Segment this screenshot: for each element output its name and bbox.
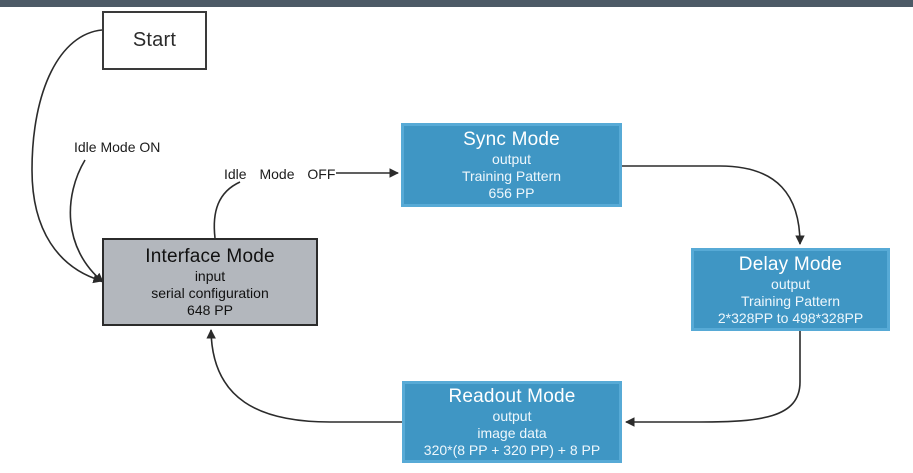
node-interface-mode-title: Interface Mode <box>145 246 275 267</box>
node-delay-mode-line-2: Training Pattern <box>740 292 841 309</box>
edge-idle-mode-on-loop <box>69 159 104 283</box>
edge-sync-to-delay <box>622 165 805 245</box>
node-interface-mode-line-2: serial configuration <box>151 285 269 301</box>
node-readout-mode[interactable]: Readout Mode output image data 320*(8 PP… <box>402 381 622 463</box>
edge-label-idle-mode-on: Idle Mode ON <box>74 139 161 155</box>
edge-readout-to-interface <box>206 329 402 423</box>
edge-delay-to-readout <box>625 331 801 427</box>
node-sync-mode-line-2: Training Pattern <box>461 168 562 184</box>
node-sync-mode[interactable]: Sync Mode output Training Pattern 656 PP <box>401 123 622 207</box>
node-delay-mode-line-1: output <box>771 275 810 292</box>
edge-interface-to-label-idle-off <box>213 181 241 239</box>
node-readout-mode-line-3: 320*(8 PP + 320 PP) + 8 PP <box>423 442 601 458</box>
node-readout-mode-line-1: output <box>492 408 532 424</box>
node-readout-mode-title: Readout Mode <box>448 386 576 407</box>
node-delay-mode-line-3: 2*328PP to 498*328PP <box>717 309 864 326</box>
node-start[interactable]: Start <box>102 11 207 70</box>
node-sync-mode-line-1: output <box>492 151 531 167</box>
node-sync-mode-title: Sync Mode <box>463 129 560 150</box>
node-interface-mode-line-3: 648 PP <box>187 302 233 318</box>
edge-label-idle-mode-off: Idle Mode OFF <box>224 166 336 182</box>
node-sync-mode-line-3: 656 PP <box>488 185 535 201</box>
top-window-bar <box>0 0 913 7</box>
node-interface-mode[interactable]: Interface Mode input serial configuratio… <box>102 238 318 326</box>
node-delay-mode[interactable]: Delay Mode output Training Pattern 2*328… <box>691 248 890 331</box>
node-interface-mode-line-1: input <box>194 268 226 284</box>
node-delay-mode-title: Delay Mode <box>738 253 843 275</box>
node-start-title: Start <box>132 29 177 51</box>
node-readout-mode-line-2: image data <box>477 425 547 441</box>
edge-start-to-interface <box>31 29 103 284</box>
